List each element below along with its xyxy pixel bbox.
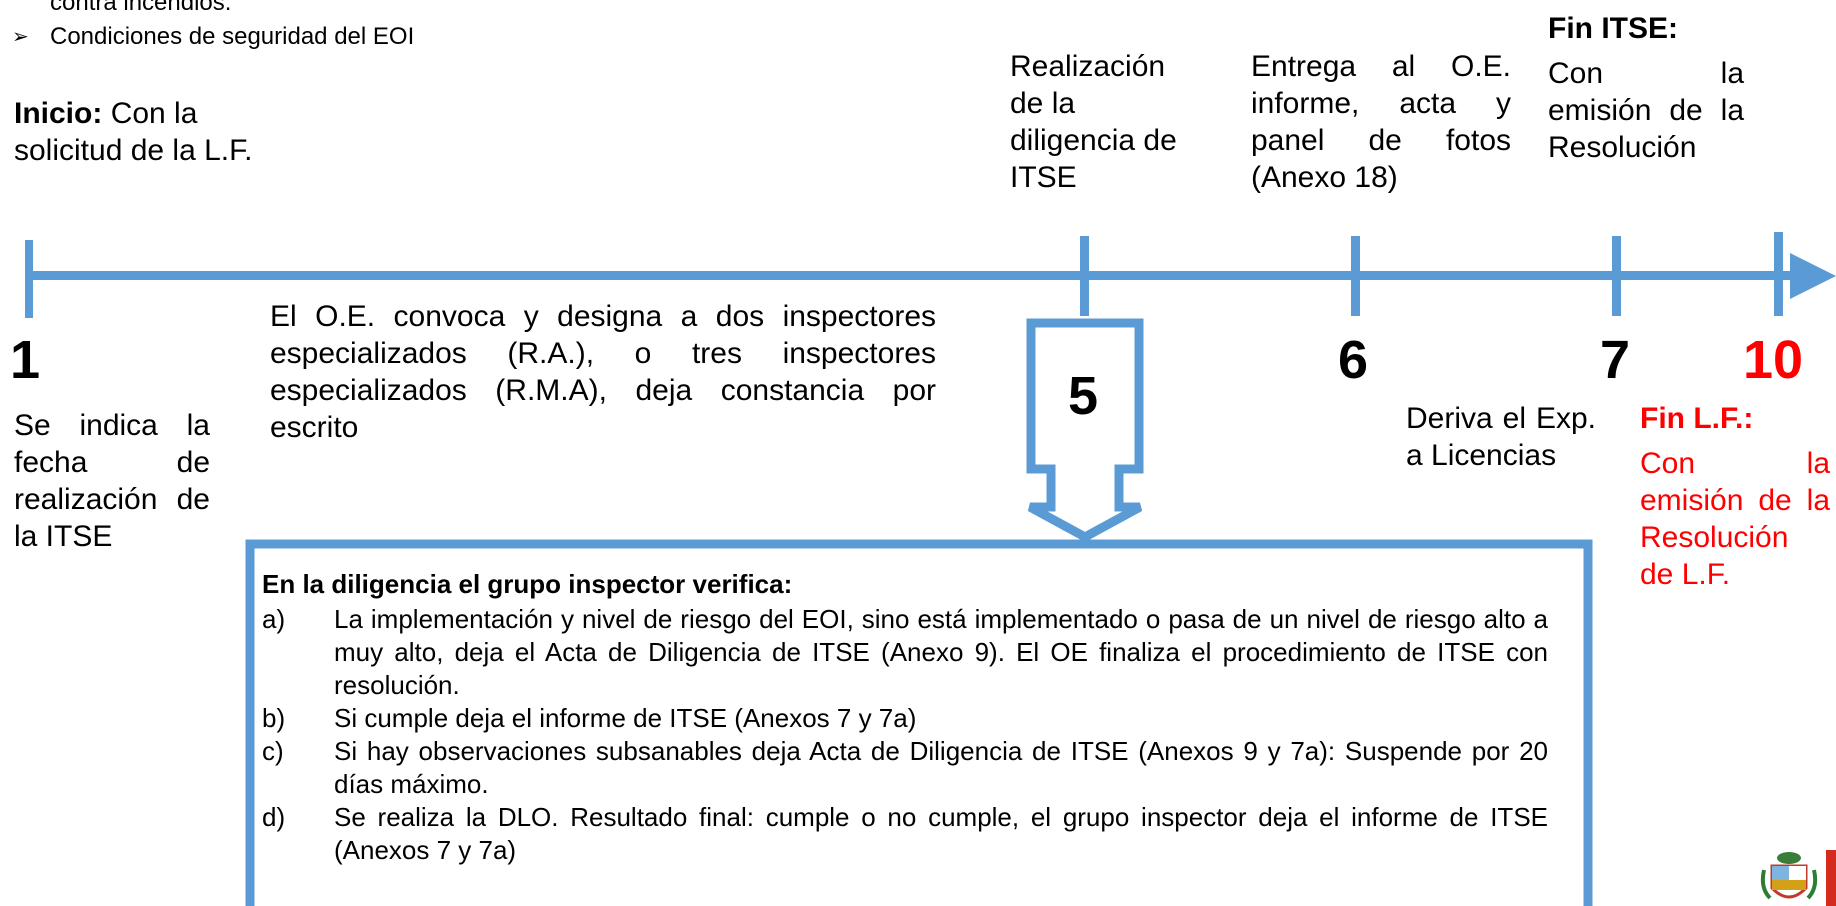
timeline-line	[26, 271, 1796, 280]
tick-6	[1351, 236, 1360, 316]
bullet-list: contra incendios. ➢Condiciones de seguri…	[12, 0, 414, 54]
step-10-label: Fin L.F.:	[1640, 402, 1754, 435]
step-5-down-arrow	[1026, 318, 1144, 543]
tick-10	[1774, 232, 1783, 316]
verify-box: En la diligencia el grupo inspector veri…	[262, 568, 1548, 906]
verify-item: d) Se realiza la DLO. Resultado final: c…	[262, 802, 1548, 865]
bullet-item: contra incendios.	[50, 0, 232, 16]
step-5-text-above: Realización de la diligencia de ITSE	[1010, 50, 1177, 194]
inicio-text: Inicio: Con la solicitud de la L.F.	[14, 97, 253, 167]
step-5-number: 5	[1068, 366, 1099, 426]
step-7-text-above: Con la emisión de la Resolución	[1548, 57, 1744, 164]
step-10-number: 10	[1743, 330, 1804, 390]
step-7-number: 7	[1600, 330, 1631, 390]
verify-item: c) Si hay observaciones subsanables deja…	[262, 736, 1548, 799]
tick-1	[25, 240, 33, 318]
verify-item: b) Si cumple deja el informe de ITSE (An…	[262, 703, 917, 733]
step-7-label: Fin ITSE:	[1548, 12, 1678, 45]
step-1-text: Se indica la fecha de realización de la …	[14, 409, 210, 553]
step-1-number: 1	[10, 330, 41, 390]
bullet-arrow-icon: ➢	[12, 26, 29, 48]
verify-box-title: En la diligencia el grupo inspector veri…	[262, 569, 793, 599]
step-6-text-below: Deriva el Exp. a Licencias	[1406, 402, 1596, 472]
tick-7	[1612, 236, 1621, 316]
step-6-text-above: Entrega al O.E. informe, acta y panel de…	[1251, 50, 1511, 194]
timeline-arrow-head	[1790, 253, 1836, 299]
convoca-text: El O.E. convoca y designa a dos inspecto…	[270, 300, 936, 444]
verify-item: a) La implementación y nivel de riesgo d…	[262, 604, 1548, 700]
peru-flag-icon	[1826, 850, 1836, 906]
peru-coat-of-arms-icon	[1760, 852, 1818, 900]
tick-5	[1080, 236, 1089, 316]
bullet-item: ➢Condiciones de seguridad del EOI	[12, 20, 414, 54]
step-6-number: 6	[1338, 330, 1369, 390]
step-10-text-below: Con la emisión de la Resolución de L.F.	[1640, 447, 1830, 591]
verify-box-border	[245, 539, 1593, 906]
